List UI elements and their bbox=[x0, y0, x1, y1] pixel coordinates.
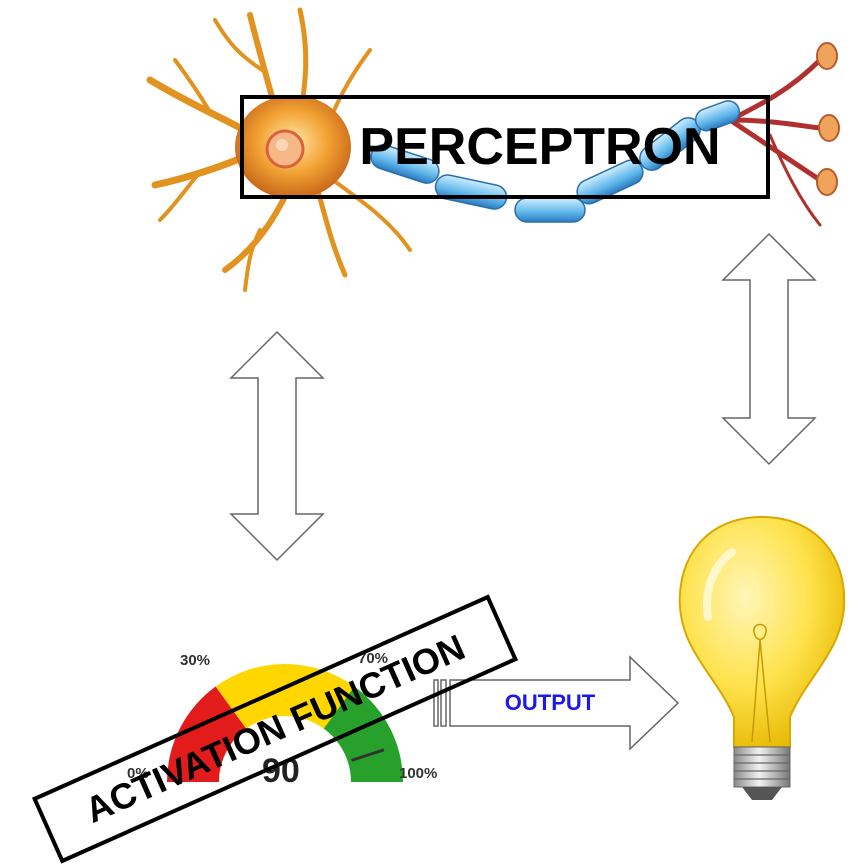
gauge-value: 90 bbox=[262, 752, 300, 790]
gauge-label-low: 30% bbox=[180, 652, 211, 669]
gauge-segment-red bbox=[167, 686, 247, 782]
output-label: OUTPUT bbox=[504, 690, 596, 715]
gauge-label-high: 70% bbox=[358, 650, 389, 667]
gauge-needle bbox=[351, 748, 385, 762]
left-double-arrow bbox=[229, 330, 325, 562]
right-double-arrow bbox=[721, 232, 817, 466]
activation-gauge bbox=[167, 664, 403, 782]
gauge-segment-yellow bbox=[215, 664, 355, 729]
gauge-label-min: 0% bbox=[127, 765, 149, 782]
neuron-illustration bbox=[146, 7, 840, 292]
gauge-label-max: 100% bbox=[399, 765, 438, 782]
lightbulb-icon bbox=[678, 515, 846, 800]
output-arrow bbox=[433, 655, 680, 751]
gauge-segment-green bbox=[323, 686, 403, 782]
perceptron-title: PERCEPTRON bbox=[359, 118, 721, 176]
perceptron-title-box: PERCEPTRON bbox=[240, 95, 770, 199]
